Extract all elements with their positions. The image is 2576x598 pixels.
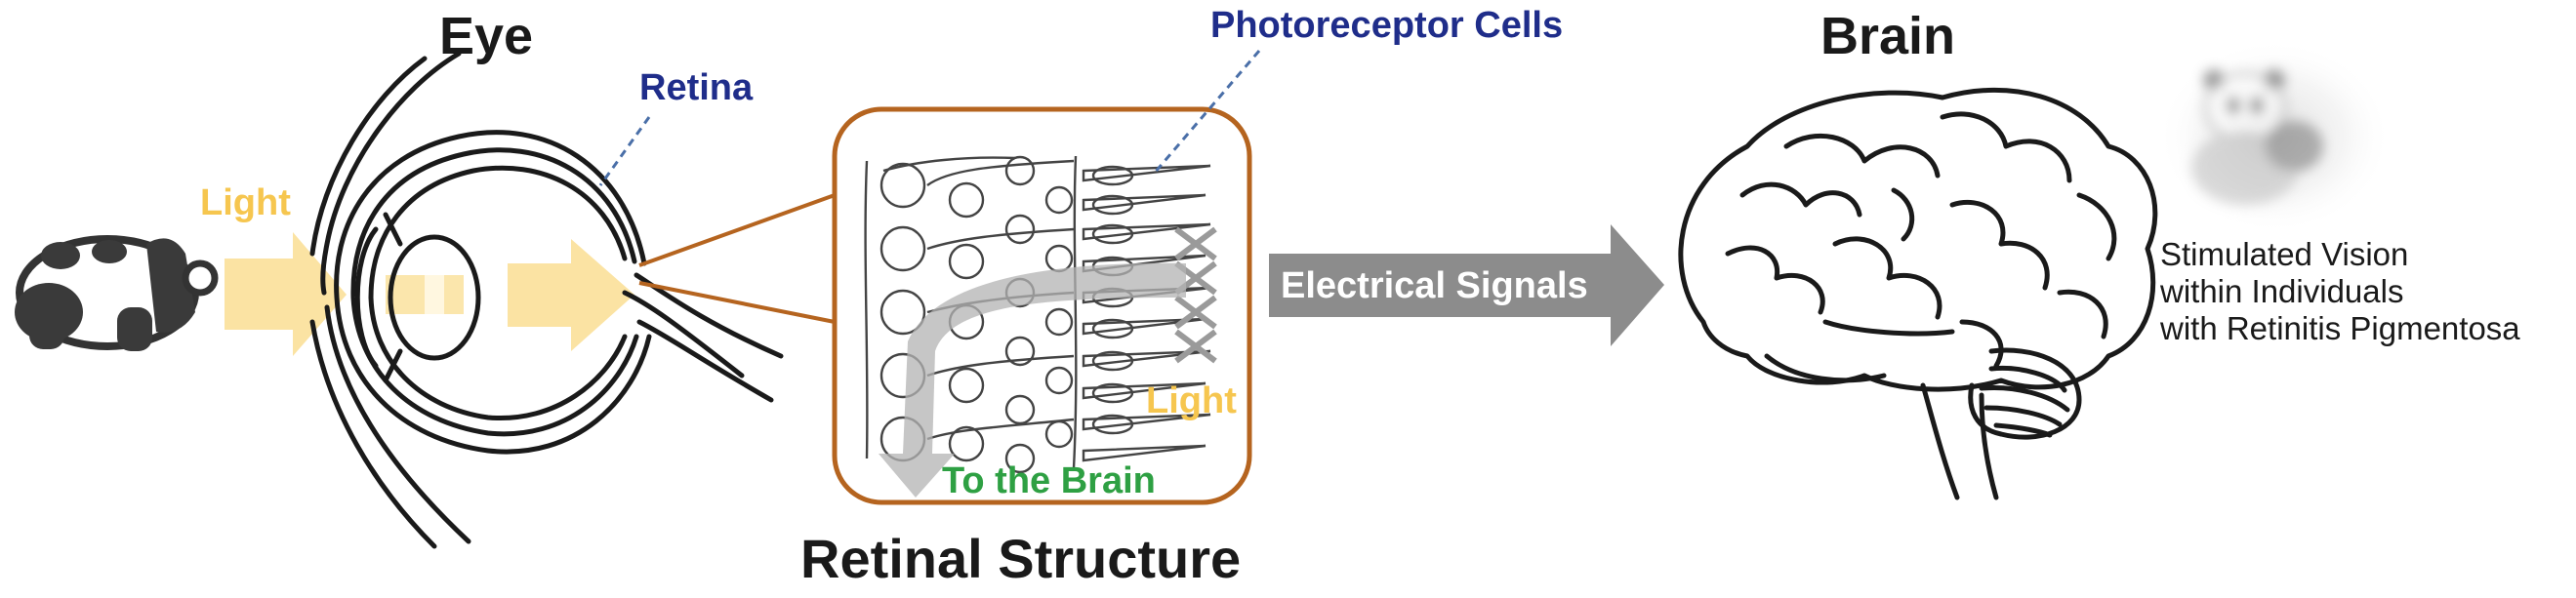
vision-caption-line2: within Individuals: [2159, 273, 2403, 309]
degenerated-cell-marks: [1174, 226, 1217, 364]
inset-light-label: Light: [1146, 380, 1237, 421]
to-the-brain-label: To the Brain: [942, 460, 1156, 501]
retina-label: Retina: [639, 67, 754, 108]
eye-cross-section: [309, 51, 784, 549]
light-beam: [225, 232, 634, 356]
retinal-inset-frame: [832, 106, 1252, 505]
vision-caption-line3: with Retinitis Pigmentosa: [2159, 310, 2520, 346]
light-label: Light: [200, 182, 291, 223]
eye-title: Eye: [439, 7, 533, 65]
vision-caption-line1: Stimulated Vision: [2160, 236, 2408, 272]
electrical-signals-arrow: [1269, 224, 1664, 346]
signal-to-brain-arrow: [879, 262, 1186, 498]
zoom-connector: [638, 193, 836, 324]
blurred-panda-image: [2157, 39, 2392, 234]
brain-title: Brain: [1820, 7, 1955, 65]
retina-leader: [598, 116, 651, 186]
photoreceptor-label: Photoreceptor Cells: [1210, 5, 1563, 46]
retinal-structure-title: Retinal Structure: [800, 528, 1241, 589]
retinal-cells-drawing: [864, 155, 1211, 474]
brain-illustration: [1678, 87, 2158, 500]
panda-icon: [15, 235, 219, 351]
electrical-signals-label: Electrical Signals: [1281, 265, 1588, 306]
